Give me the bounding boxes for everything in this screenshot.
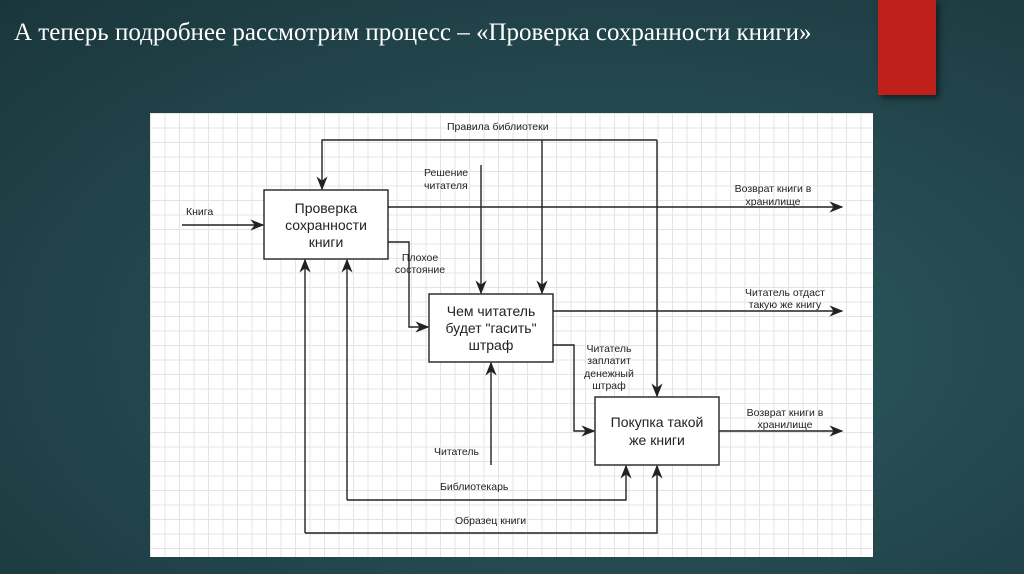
arrow-bad (388, 241, 430, 333)
box-fine-line: Чем читатель (447, 303, 536, 319)
box-buy-line: Покупка такой (611, 414, 704, 430)
label-rules: Правила библиотеки (447, 121, 549, 133)
label-pay: заплатит (587, 355, 631, 367)
slide-title: А теперь подробнее рассмотрим процесс – … (14, 19, 812, 46)
box-fine (428, 293, 554, 363)
box-buy-line: же книги (629, 432, 685, 448)
label-out1: хранилище (746, 196, 801, 208)
arrow-sample (305, 464, 663, 534)
label-bad: Плохое (402, 252, 438, 264)
label-out3: хранилище (758, 419, 813, 431)
box-check-line: Проверка (295, 200, 358, 216)
label-decision: Решение (424, 167, 468, 179)
box-buy (594, 396, 720, 466)
arrow-rules-box1 (316, 139, 657, 191)
label-out1: Возврат книги в (735, 183, 812, 195)
box-fine-line: штраф (469, 337, 514, 353)
box-check-line: книги (309, 234, 344, 250)
label-pay: штраф (592, 380, 626, 392)
idef0-diagram (150, 113, 873, 557)
box-check-line: сохранности (285, 217, 367, 233)
accent-bar (878, 0, 936, 95)
label-out3: Возврат книги в (747, 407, 824, 419)
box-fine-line: будет "гасить" (445, 320, 536, 336)
label-sample: Образец книги (455, 515, 526, 527)
box-check (263, 189, 389, 260)
label-out2: Читатель отдаст (745, 287, 825, 299)
label-input: Книга (186, 206, 213, 218)
arrow-librarian (347, 464, 632, 501)
label-reader: Читатель (434, 446, 479, 458)
label-bad: состояние (395, 264, 445, 276)
label-librarian: Библиотекарь (440, 481, 509, 493)
label-decision: читателя (424, 180, 468, 192)
label-out2: такую же книгу (749, 299, 822, 311)
arrow-pay (553, 344, 596, 437)
label-pay: Читатель (587, 343, 632, 355)
label-pay: денежный (584, 368, 634, 380)
